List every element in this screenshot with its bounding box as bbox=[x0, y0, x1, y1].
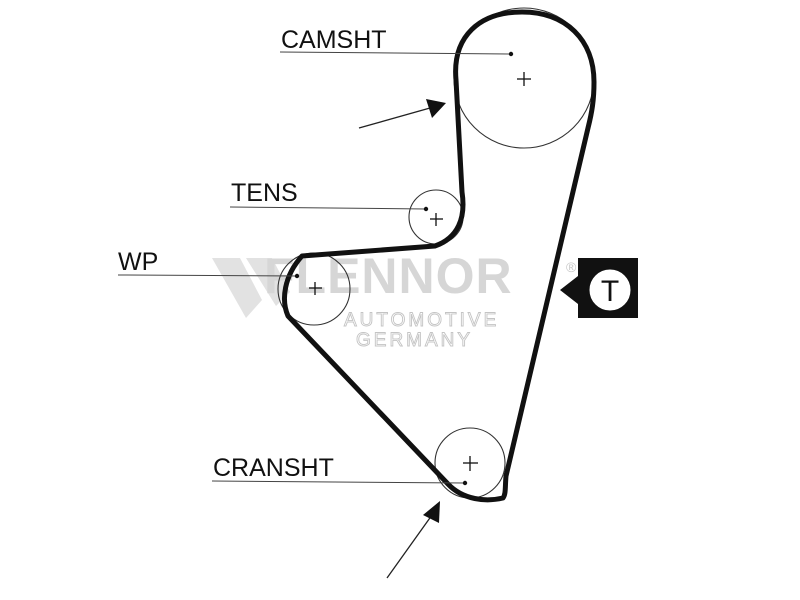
tensioner-badge-letter: T bbox=[601, 275, 619, 308]
crankshaft-leader-point bbox=[462, 480, 468, 486]
crankshaft-alignment-arrow-icon bbox=[386, 501, 440, 579]
tensioner-center-mark bbox=[430, 213, 443, 226]
tensioner-leader-line bbox=[229, 206, 427, 210]
crankshaft-leader-line bbox=[211, 480, 466, 484]
camshaft-center-mark bbox=[517, 72, 531, 86]
crankshaft-center-mark bbox=[463, 456, 478, 471]
water-pump-leader-line bbox=[117, 274, 298, 277]
tensioner-badge-icon: T bbox=[560, 258, 638, 318]
watermark-line-2: GERMANY bbox=[356, 330, 473, 351]
watermark-line-1: AUTOMOTIVE bbox=[344, 310, 499, 331]
camshaft-leader-point bbox=[508, 51, 514, 57]
watermark-logo-mark bbox=[212, 258, 290, 318]
tensioner-leader-point bbox=[423, 206, 429, 212]
tensioner-label: TENS bbox=[231, 179, 298, 207]
camshaft-label: CAMSHT bbox=[281, 26, 387, 54]
camshaft-leader-line bbox=[279, 51, 512, 55]
water-pump-center-mark bbox=[309, 282, 322, 295]
crankshaft-label: CRANSHT bbox=[213, 454, 334, 482]
watermark: FLENNOR ® AUTOMOTIVE GERMANY bbox=[212, 248, 577, 351]
timing-belt bbox=[282, 9, 597, 503]
water-pump-label: WP bbox=[118, 248, 158, 276]
water-pump-leader-point bbox=[294, 273, 300, 279]
camshaft-alignment-arrow-icon bbox=[358, 99, 446, 129]
watermark-registered-mark: ® bbox=[566, 259, 577, 275]
